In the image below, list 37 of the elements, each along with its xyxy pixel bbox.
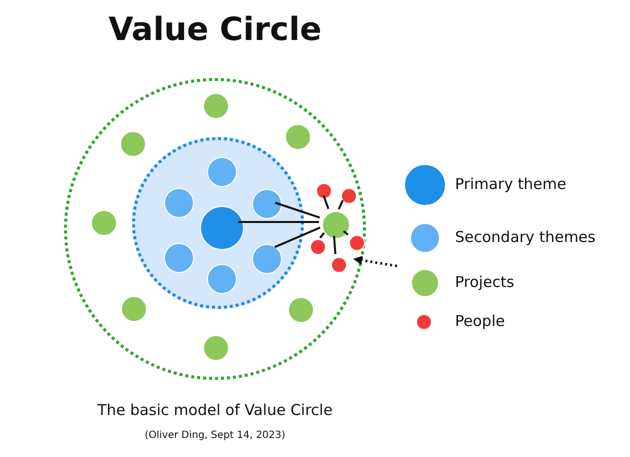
person-dot xyxy=(310,239,326,255)
arrow xyxy=(353,256,398,268)
project-circle xyxy=(203,93,229,119)
title: Value Circle xyxy=(108,10,322,48)
theme-circle xyxy=(164,188,194,218)
connector-line xyxy=(274,202,320,219)
connector-line xyxy=(274,226,321,248)
connector-line xyxy=(338,200,344,210)
connector-line xyxy=(342,230,349,236)
legend-label: Primary theme xyxy=(455,175,566,193)
person-dot xyxy=(349,235,365,251)
outer-circle xyxy=(64,78,366,380)
project-circle xyxy=(288,297,314,323)
connector-line xyxy=(333,236,336,254)
theme-circle xyxy=(200,206,244,250)
theme-circle xyxy=(252,244,282,274)
theme-circle xyxy=(207,264,237,294)
legend-label: Secondary themes xyxy=(455,228,596,246)
caption: The basic model of Value Circle xyxy=(97,401,333,419)
project-circle xyxy=(91,210,117,236)
project-circle xyxy=(322,211,350,239)
person-dot xyxy=(341,188,357,204)
connector-line xyxy=(322,195,330,210)
project-circle xyxy=(121,296,147,322)
legend-label: People xyxy=(455,312,505,330)
theme-circle xyxy=(252,189,282,219)
connector-line xyxy=(238,221,319,223)
legend-label: Projects xyxy=(455,273,514,291)
project-circle xyxy=(203,335,229,361)
person-dot xyxy=(316,183,332,199)
theme-circle xyxy=(207,157,237,187)
project-circle xyxy=(285,124,311,150)
theme-circle xyxy=(164,243,194,273)
credit-note: (Oliver Ding, Sept 14, 2023) xyxy=(144,430,286,441)
connector-line xyxy=(319,232,325,238)
person-dot xyxy=(331,257,347,273)
project-circle xyxy=(120,131,146,157)
